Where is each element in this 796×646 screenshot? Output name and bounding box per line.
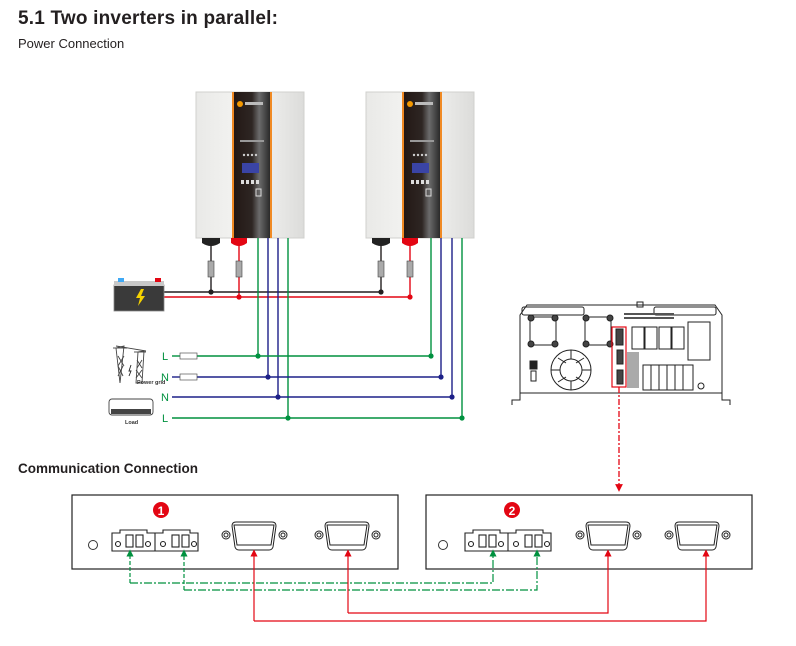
panel-number: 1: [158, 504, 165, 518]
power-connection-heading: Power Connection: [18, 36, 125, 51]
comm-cables: [126, 549, 710, 622]
section-title: 5.1 Two inverters in parallel:: [18, 8, 279, 29]
dc-fuses: [207, 260, 414, 278]
battery-icon: [113, 278, 165, 312]
power-grid-label: Power grid: [137, 380, 165, 386]
lightning-icon: [136, 289, 145, 306]
fuse-icon: [377, 260, 385, 278]
dc-negative-terminal: [372, 238, 390, 246]
comm-panel-2: 2: [425, 494, 753, 570]
breaker-icon: [179, 373, 198, 381]
breaker-icon: [179, 352, 198, 360]
parallel-cable-a: [130, 549, 497, 584]
control-buttons-icon: [411, 180, 429, 184]
dc-junctions: [208, 289, 413, 300]
grid-N-label: N: [161, 372, 169, 384]
positive-terminal: [155, 278, 161, 282]
junction-dot: [208, 289, 214, 295]
lcd-display: [242, 163, 259, 173]
inverter-1: [195, 91, 305, 246]
control-buttons-icon: [241, 180, 259, 184]
inverter-rear-panel: [511, 301, 731, 405]
dc-positive-terminal: [231, 238, 247, 246]
comm-panel-1: 1: [71, 494, 399, 570]
power-grid-icon: [113, 345, 147, 384]
negative-terminal: [118, 278, 124, 282]
communication-connection-heading: Communication Connection: [18, 461, 198, 476]
inverter-2: [365, 91, 475, 246]
db15-port-1: [221, 521, 288, 551]
db15-port-2: [664, 521, 731, 551]
model-text: [240, 140, 264, 142]
fuse-icon: [406, 260, 414, 278]
brand-logo-icon: [237, 101, 243, 107]
rear-panel-grille: [624, 313, 674, 388]
current-share-cable-a: [254, 549, 710, 622]
ac-wiring: [172, 238, 463, 419]
junction-dot: [236, 294, 242, 300]
junction-dot: [378, 289, 384, 295]
dc-wiring: [164, 244, 411, 298]
load-L-label: L: [162, 413, 168, 425]
lcd-display: [412, 163, 429, 173]
load-N-label: N: [161, 392, 169, 404]
panel-number-badge: [153, 502, 169, 518]
led-indicators-icon: [242, 153, 258, 157]
brand-text: [415, 102, 433, 105]
db15-port-2: [314, 521, 381, 551]
ac-line-labels: L N N L: [161, 351, 169, 425]
dc-terminal-positive: [584, 316, 612, 346]
indicator-hole: [88, 540, 98, 550]
junction-dot: [407, 294, 413, 300]
led-indicators-icon: [412, 153, 428, 157]
grid-L-label: L: [162, 351, 168, 363]
brand-text: [245, 102, 263, 105]
dc-terminal-negative: [529, 316, 557, 346]
brand-logo-icon: [407, 101, 413, 107]
panel-number-badge: [504, 502, 520, 518]
db15-port-1: [575, 521, 642, 551]
ac-breakers: [179, 352, 198, 381]
ac-junctions: [255, 353, 465, 421]
panel-number: 2: [509, 504, 516, 518]
usb-port-icon: [425, 188, 432, 197]
parallel-cable-b: [184, 549, 541, 591]
load-icon: [108, 398, 154, 416]
dc-negative-terminal: [202, 238, 220, 246]
parallel-terminal-block: [464, 529, 552, 552]
indicator-hole: [438, 540, 448, 550]
load-label: Load: [125, 420, 138, 426]
parallel-terminal-block: [111, 529, 199, 552]
current-share-cable-b: [348, 549, 612, 614]
dc-positive-terminal: [402, 238, 418, 246]
fuse-icon: [207, 260, 215, 278]
fuse-icon: [235, 260, 243, 278]
usb-port-icon: [255, 188, 262, 197]
model-text: [410, 140, 434, 142]
